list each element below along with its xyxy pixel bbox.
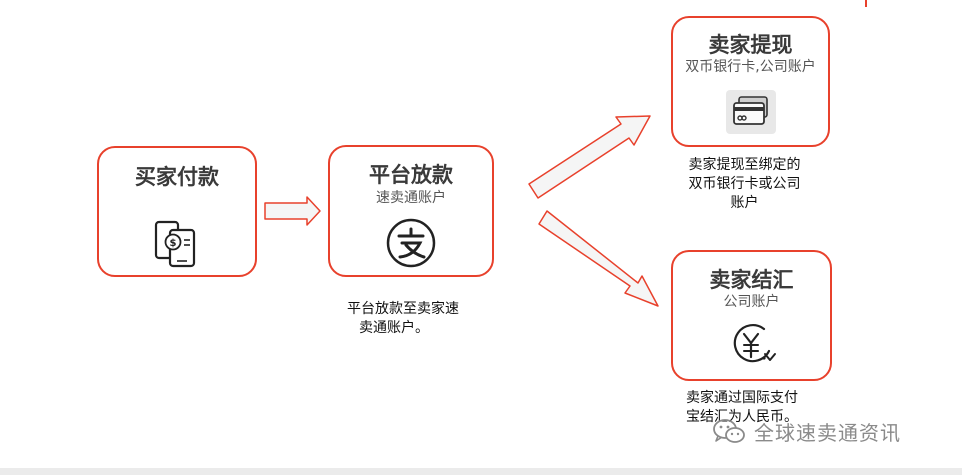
caption-line: 宝结汇为人民币。 — [686, 409, 798, 425]
caption-seller-withdraw: 卖家提现至绑定的 双币银行卡或公司 账户 — [687, 156, 802, 213]
mobile-payment-icon: $ — [154, 220, 196, 268]
credit-card-icon — [732, 96, 768, 125]
node-title: 卖家结汇 — [709, 268, 794, 292]
caption-line: 双币银行卡或公司 — [688, 176, 801, 192]
watermark-text: 全球速卖通资讯 — [754, 421, 901, 445]
alipay-icon — [386, 218, 436, 268]
caption-line: 卖通账户。 — [359, 320, 429, 336]
caption-line: 卖家通过国际支付 — [686, 390, 798, 406]
yuan-exchange-icon — [733, 324, 776, 363]
credit-card-icon-badge — [725, 90, 776, 134]
node-subtitle: 公司账户 — [723, 294, 780, 310]
node-buyer-payment: 买家付款 $ — [97, 146, 257, 277]
arrow-platform-to-settle — [538, 210, 659, 307]
caption-platform-payout: 平台放款至卖家速 卖通账户。 — [347, 300, 459, 338]
svg-text:$: $ — [170, 238, 177, 249]
node-title: 平台放款 — [369, 163, 453, 187]
node-seller-withdraw: 卖家提现 双币银行卡,公司账户 — [671, 16, 830, 147]
node-title: 卖家提现 — [708, 33, 793, 57]
arrow-buyer-to-platform — [264, 196, 321, 226]
wechat-icon — [713, 418, 745, 443]
node-seller-settle: 卖家结汇 公司账户 — [671, 250, 832, 381]
caption-seller-settle: 卖家通过国际支付 宝结汇为人民币。 — [686, 389, 798, 427]
caption-line: 卖家提现至绑定的 — [688, 157, 801, 173]
node-title: 买家付款 — [135, 165, 219, 189]
arrow-platform-to-withdraw — [528, 115, 651, 199]
accent-mark — [865, 0, 867, 7]
node-subtitle: 双币银行卡,公司账户 — [685, 59, 816, 75]
node-platform-payout: 平台放款 速卖通账户 — [328, 145, 494, 277]
node-subtitle: 速卖通账户 — [376, 190, 446, 206]
caption-line: 账户 — [730, 195, 759, 211]
watermark: 全球速卖通资讯 — [712, 417, 901, 446]
caption-line: 平台放款至卖家速 — [347, 301, 459, 317]
